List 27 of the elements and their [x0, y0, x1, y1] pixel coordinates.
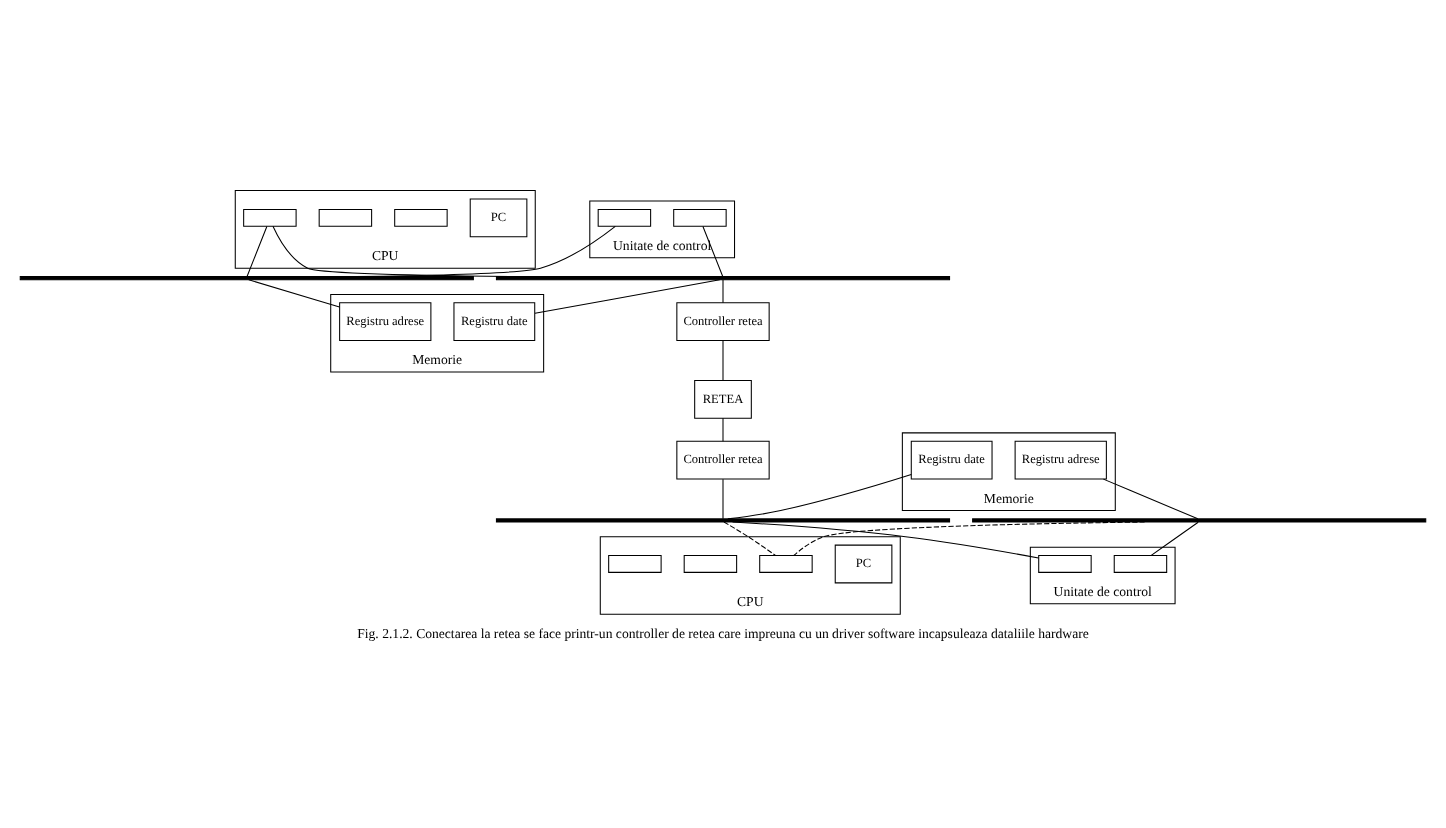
connector [722, 417, 724, 442]
connector [727, 473, 912, 520]
connector [722, 340, 724, 381]
node-box [759, 555, 813, 573]
connector [723, 521, 776, 556]
node-box [394, 208, 448, 227]
node-box [608, 555, 662, 573]
connector [722, 478, 724, 520]
connector [246, 226, 268, 277]
connector [722, 279, 724, 304]
node-box [1038, 555, 1092, 573]
connector [1102, 478, 1199, 520]
node-bar [972, 518, 1427, 523]
connector [248, 279, 341, 308]
connector [732, 521, 1040, 559]
node-box [673, 208, 727, 227]
node-bar [495, 276, 951, 281]
node-box [318, 208, 373, 227]
node-bar [19, 276, 474, 281]
connector [534, 279, 721, 314]
node-box [597, 208, 652, 227]
connector [1150, 521, 1199, 556]
node-bar [495, 518, 951, 523]
node-box [1113, 555, 1168, 573]
node-box [683, 555, 738, 573]
connector [793, 521, 1146, 556]
node-box [243, 208, 297, 227]
